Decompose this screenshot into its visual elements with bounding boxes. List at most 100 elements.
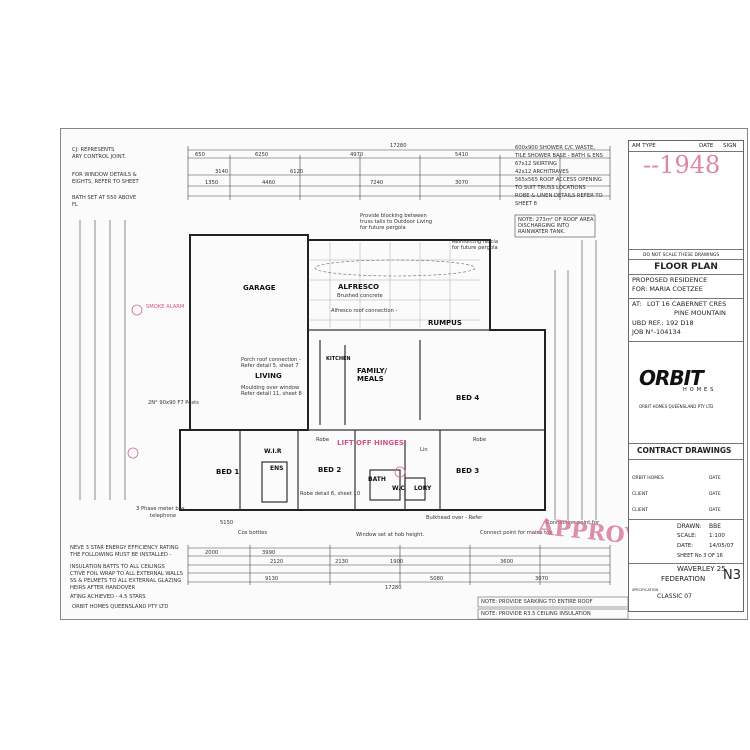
robe-detail-note: Robe detail 6, sheet 10 bbox=[300, 491, 361, 497]
dimension: 6120 bbox=[290, 169, 304, 175]
company-name: ORBIT HOMES QUEENSLAND PTY LTD bbox=[639, 404, 714, 409]
cos-note: Cos bottles bbox=[238, 530, 268, 536]
energy-note: NEVE 3 STAR ENERGY EFFICIENCY RATING bbox=[70, 545, 179, 551]
facade-name: FEDERATION bbox=[661, 575, 706, 583]
dimension: 2000 bbox=[205, 550, 219, 556]
room-laundry: LORY bbox=[414, 485, 432, 492]
dimension: 3070 bbox=[455, 180, 469, 186]
dimension: 2120 bbox=[270, 559, 284, 565]
date-label: DATE: bbox=[677, 543, 694, 549]
drawn-label: DRAWN: bbox=[677, 523, 702, 530]
top-note: 67x12 SKIRTING bbox=[515, 161, 557, 167]
dimension: 1900 bbox=[390, 559, 404, 565]
dimension: 5080 bbox=[430, 576, 444, 582]
porch-note: Porch roof connection - bbox=[241, 357, 301, 363]
energy-note: INSULATION BATTS TO ALL CEILINGS bbox=[70, 564, 165, 570]
room-bed4: BED 4 bbox=[456, 394, 480, 402]
top-note: TILE SHOWER BASE - BATH & ENS bbox=[515, 153, 603, 159]
dimension: 9130 bbox=[265, 576, 279, 582]
sig-orbit: ORBIT HOMES bbox=[632, 476, 664, 481]
sig-client: CLIENT bbox=[632, 492, 648, 497]
left-note: EIGHTS, REFER TO SHEET bbox=[72, 179, 139, 185]
energy-note: HEIRS AFTER HANDOVER bbox=[70, 585, 136, 591]
spec-value: CLASSIC 07 bbox=[657, 593, 692, 600]
room-bed1: BED 1 bbox=[216, 468, 240, 476]
sig-date: DATE bbox=[709, 476, 721, 481]
project-name: PROPOSED RESIDENCE bbox=[632, 276, 708, 284]
fascia-note: Reinforcing fascia bbox=[452, 239, 499, 245]
date-value: 14/05/07 bbox=[709, 543, 734, 549]
lift-off-hinges-label: LIFT OFF HINGES bbox=[337, 439, 404, 447]
top-note: 600x900 SHOWER C/C WASTE, bbox=[515, 145, 595, 151]
room-kitchen: KITCHEN bbox=[326, 356, 351, 362]
job-number: JOB N°-104134 bbox=[632, 328, 681, 336]
dimension: 3140 bbox=[215, 169, 229, 175]
room-alfresco: ALFRESCO bbox=[338, 283, 379, 291]
moulding-note: Moulding over window bbox=[241, 385, 300, 391]
scale-value: 1:100 bbox=[709, 533, 725, 539]
tb-date-header: DATE bbox=[699, 143, 714, 149]
moulding-note: Refer detail 11, sheet 8 bbox=[241, 391, 302, 397]
orbit-logo-sub: HOMES bbox=[683, 387, 717, 393]
room-meals: MEALS bbox=[357, 375, 384, 383]
connect-note: Connect point for mains top bbox=[480, 530, 553, 536]
insulation-note: NOTE: PROVIDE R3.5 CEILING INSULATION bbox=[481, 611, 591, 617]
title-block: AM TYPE DATE SIGN --1948 DO NOT SCALE TH… bbox=[628, 140, 744, 612]
top-note: 42x12 ARCHITRAVES bbox=[515, 169, 569, 175]
dimension: 650 bbox=[195, 152, 205, 158]
roof-note: RAINWATER TANK. bbox=[518, 229, 566, 235]
dimension: 3990 bbox=[262, 550, 276, 556]
left-note: FL bbox=[72, 202, 78, 208]
dimension: 17280 bbox=[385, 585, 402, 591]
sig-client: CLIENT bbox=[632, 508, 648, 513]
room-living: LIVING bbox=[255, 372, 282, 380]
room-family: FAMILY/ bbox=[357, 367, 387, 375]
design-name: WAVERLEY 25 bbox=[677, 565, 726, 573]
telephone-note: telephone bbox=[150, 513, 177, 519]
energy-note: CTIVE FOIL WRAP TO ALL EXTERNAL WALLS bbox=[70, 571, 183, 577]
dimension: 3070 bbox=[535, 576, 549, 582]
top-note: 565x565 ROOF ACCESS OPENING bbox=[515, 177, 602, 183]
dimension: 4970 bbox=[350, 152, 364, 158]
porch-note: Refer detail 5, sheet 7 bbox=[241, 363, 299, 369]
connection-note: Connection point for bbox=[546, 520, 600, 526]
dimension: 5410 bbox=[455, 152, 469, 158]
dimension: 4460 bbox=[262, 180, 276, 186]
blocking-note: Provide blocking between bbox=[360, 213, 427, 219]
scale-label: SCALE: bbox=[677, 533, 697, 539]
room-robe: Robe bbox=[316, 437, 330, 443]
meter-note: 3 Phase meter box, bbox=[136, 506, 187, 512]
dimension: 1350 bbox=[205, 180, 219, 186]
spec-label: SPECIFICATION bbox=[632, 588, 659, 592]
room-wc: W.C bbox=[392, 485, 405, 492]
ubd-ref: UBD REF.: 192 D18 bbox=[632, 319, 694, 327]
energy-note: 5S & PELMETS TO ALL EXTERNAL GLAZING bbox=[70, 578, 182, 584]
orbit-logo: ORBIT bbox=[639, 366, 704, 390]
room-garage: GARAGE bbox=[243, 284, 276, 292]
left-note: BATH SET AT 550 ABOVE bbox=[72, 195, 137, 201]
window-note: Window set at hob height. bbox=[356, 532, 425, 538]
at-label: AT: bbox=[632, 300, 642, 308]
posts-note: 2N° 90x90 F7 Posts bbox=[148, 400, 199, 406]
client-name: FOR: MARIA COETZEE bbox=[632, 285, 703, 293]
contract-drawings: CONTRACT DRAWINGS bbox=[637, 446, 732, 455]
dimension: 3600 bbox=[500, 559, 514, 565]
alfresco-roof-note: Alfresco roof connection - bbox=[331, 308, 398, 314]
room-bath: BATH bbox=[368, 476, 386, 483]
address-line-1: LOT 16 CABERNET CRES bbox=[647, 300, 727, 308]
drawn-value: BBE bbox=[709, 523, 722, 530]
room-bed2: BED 2 bbox=[318, 466, 342, 474]
room-linen: Lin bbox=[420, 447, 428, 453]
sig-date: DATE bbox=[709, 492, 721, 497]
sheet-title: FLOOR PLAN bbox=[654, 262, 718, 272]
bulkhead-note: Bulkhead over - Refer bbox=[426, 515, 483, 521]
roof-note: NOTE: 273m² OF ROOF AREA bbox=[518, 217, 594, 223]
fascia-note: for future pergola bbox=[452, 245, 498, 251]
left-note: CJ: REPRESENTS bbox=[72, 147, 115, 153]
room-robe: Robe bbox=[473, 437, 487, 443]
dimension: 5150 bbox=[220, 520, 234, 526]
left-note: FOR WINDOW DETAILS & bbox=[72, 172, 137, 178]
room-rumpus: RUMPUS bbox=[428, 319, 462, 327]
top-note: TO SUIT TRUSS LOCATIONS bbox=[515, 185, 586, 191]
dimension: 2130 bbox=[335, 559, 349, 565]
